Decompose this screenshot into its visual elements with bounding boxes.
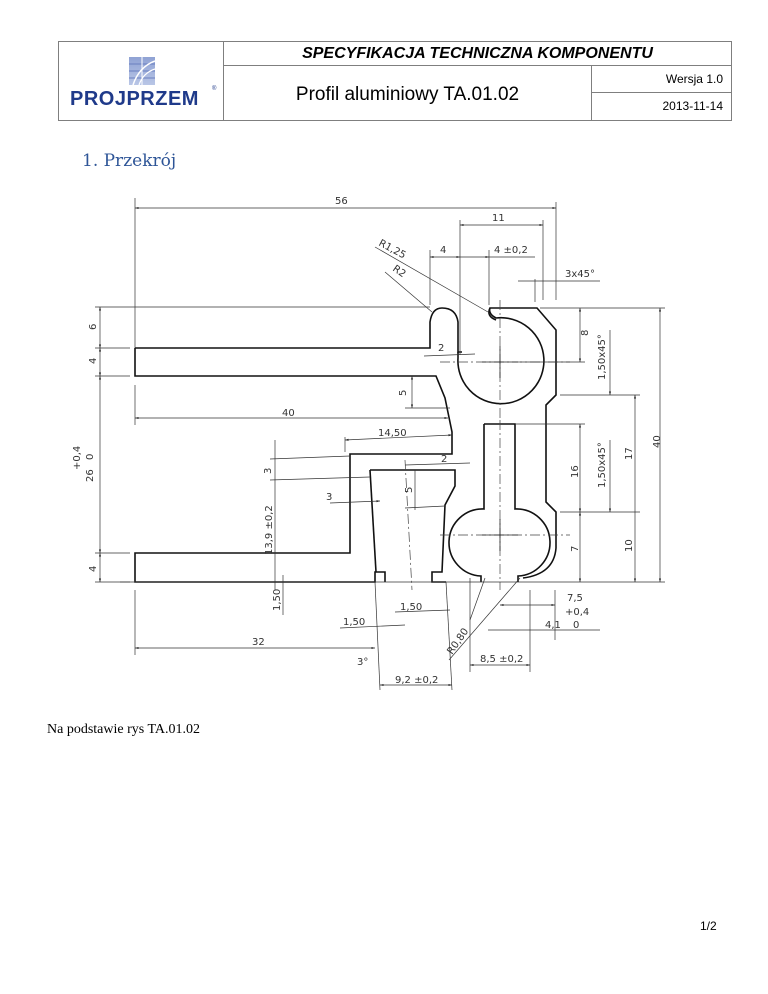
dim-height-8: 8 (580, 330, 591, 336)
page-number: 1/2 (700, 919, 717, 933)
dim-left-arm-bottom: 4 (88, 566, 99, 572)
profile-outline (134, 307, 557, 583)
component-name: Profil aluminiowy TA.01.02 (224, 66, 592, 120)
dim-radius-small: R1,25 (377, 238, 408, 261)
dim-height-26-tol-upper: +0,4 (72, 446, 83, 470)
document-type-title: SPECYFIKACJA TECHNICZNA KOMPONENTU (224, 42, 731, 66)
dim-slot-4-tol: 4 ±0,2 (494, 245, 528, 256)
dim-overall-width: 56 (335, 196, 348, 207)
profile-cross-section-drawing: 56 11 4 4 ±0,2 3x45° R1,25 R2 6 4 2 5 40… (72, 196, 665, 691)
registered-mark: ® (212, 86, 217, 92)
dim-radius-r2: R2 (390, 263, 407, 280)
dim-4-1-tol-lower: 0 (573, 620, 579, 631)
dim-height-17: 17 (624, 447, 635, 460)
dim-3-upper: 3 (263, 468, 274, 474)
dim-arm-length-32: 32 (252, 637, 265, 648)
dim-height-26: 26 (85, 469, 96, 482)
drawing-caption: Na podstawie rys TA.01.02 (47, 722, 200, 737)
dim-chamfer-top: 3x45° (565, 269, 595, 280)
dim-chamfer-lower: 1,50x45° (597, 442, 608, 488)
dim-gap-4: 4 (440, 245, 446, 256)
section-heading: 1. Przekrój (82, 151, 177, 171)
dim-4-1: 4,1 (545, 620, 561, 631)
dim-4-1-tol-upper: +0,4 (565, 607, 589, 618)
dim-gap-2-mid: 2 (441, 454, 447, 465)
document-header-table: PROJPRZEM ® SPECYFIKACJA TECHNICZNA KOMP… (58, 41, 732, 121)
dim-arm-length-40: 40 (282, 408, 295, 419)
company-logo-icon (129, 57, 155, 85)
dim-wall-3: 3 (326, 492, 332, 503)
dim-angle-3: 3° (357, 657, 368, 668)
logo-cell: PROJPRZEM ® (59, 42, 224, 120)
dim-left-top-offset: 6 (88, 324, 99, 330)
version-label: Wersja 1.0 (592, 66, 731, 93)
dim-height-7: 7 (570, 546, 581, 552)
document-date: 2013-11-14 (662, 99, 724, 113)
dim-height-26-tol-lower: 0 (85, 454, 96, 460)
dim-depth-5-mid: 5 (404, 487, 415, 493)
center-crosses (482, 346, 518, 551)
dim-14-50: 14,50 (378, 428, 407, 439)
dim-13-9: 13,9 ±0,2 (264, 505, 275, 555)
dimension-labels: 56 11 4 4 ±0,2 3x45° R1,25 R2 6 4 2 5 40… (72, 196, 663, 686)
dim-slot-width: 11 (492, 213, 505, 224)
dim-chamfer-upper: 1,50x45° (597, 334, 608, 380)
dim-height-10: 10 (624, 539, 635, 552)
dim-9-2: 9,2 ±0,2 (395, 675, 438, 686)
dim-left-arm-top: 4 (88, 358, 99, 364)
dim-depth-5-top: 5 (398, 390, 409, 396)
dim-7-5: 7,5 (567, 593, 583, 604)
dim-height-16: 16 (570, 465, 581, 478)
dim-1-50-a: 1,50 (343, 617, 365, 628)
dim-overall-height: 40 (652, 435, 663, 448)
dim-1-50-b: 1,50 (400, 602, 422, 613)
dim-gap-2-top: 2 (438, 343, 444, 354)
company-logo-text: PROJPRZEM (70, 88, 199, 110)
dim-1-50-vertical: 1,50 (272, 589, 283, 611)
dimension-lines (95, 198, 665, 691)
dim-8-5: 8,5 ±0,2 (480, 654, 523, 665)
